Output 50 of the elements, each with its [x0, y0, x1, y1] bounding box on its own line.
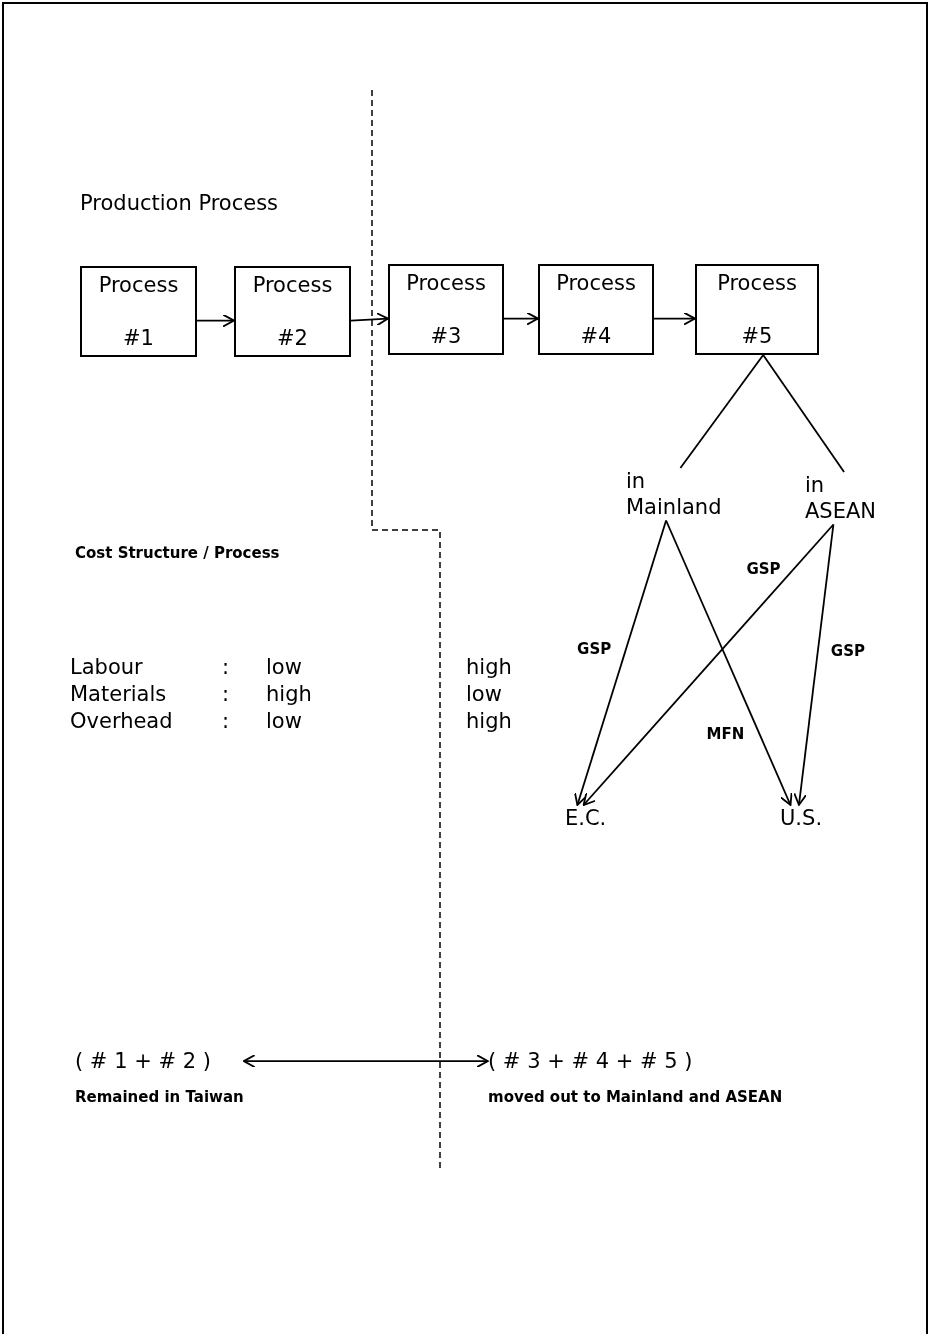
process-title: Process: [717, 270, 797, 297]
process-box: [388, 264, 504, 355]
location-label: in ASEAN: [805, 472, 877, 525]
process-number: #1: [123, 324, 154, 351]
table-cell-text: :: [222, 681, 230, 708]
connector-line: [679, 354, 765, 469]
table-cell-text: low: [266, 654, 302, 681]
table-cell-text: :: [222, 708, 230, 735]
table-cell-text: Overhead: [70, 708, 173, 735]
process-box: [80, 266, 197, 357]
arrow: [793, 523, 835, 806]
process-title: Process: [98, 272, 179, 299]
market-label: U.S.: [780, 805, 823, 832]
group-note: moved out to Mainland and ASEAN: [488, 1087, 783, 1109]
process-box: [234, 266, 351, 357]
arrow: [574, 519, 667, 806]
edge-label: GSP: [828, 643, 867, 659]
process-group-label: ( # 3 + # 4 + # 5 ): [488, 1048, 783, 1075]
process-title: Process: [556, 270, 636, 297]
edge-label: GSP: [744, 561, 783, 577]
arrow: [503, 311, 539, 326]
connector-line: [762, 354, 845, 473]
table-cell-text: Labour: [70, 654, 143, 681]
table-cell-text: high: [466, 708, 512, 735]
process-number: #4: [580, 322, 612, 349]
process-number: #3: [430, 322, 462, 349]
group-note: Remained in Taiwan: [75, 1087, 244, 1109]
location-label: in Mainland: [626, 468, 722, 521]
market-label: E.C.: [565, 805, 607, 832]
table-cell-text: high: [266, 681, 312, 708]
section-heading: Cost Structure / Process: [75, 543, 280, 564]
arrow: [653, 311, 696, 326]
process-box: [695, 264, 819, 355]
arrow: [242, 1054, 489, 1069]
process-number: #2: [277, 324, 308, 351]
process-box: [538, 264, 654, 355]
table-cell-text: high: [466, 654, 512, 681]
diagram-title: Production Process: [80, 190, 279, 217]
table-cell-text: :: [222, 654, 230, 681]
process-number: #5: [741, 322, 773, 349]
table-cell-text: low: [266, 708, 302, 735]
process-title: Process: [406, 270, 486, 297]
table-cell-text: low: [466, 681, 502, 708]
arrow: [196, 313, 235, 328]
arrow: [665, 519, 793, 806]
edge-label: GSP: [575, 641, 614, 656]
arrow: [350, 312, 389, 327]
table-cell-text: Materials: [70, 681, 167, 708]
process-group-label: ( # 1 + # 2 ): [75, 1048, 244, 1075]
process-title: Process: [252, 272, 333, 299]
